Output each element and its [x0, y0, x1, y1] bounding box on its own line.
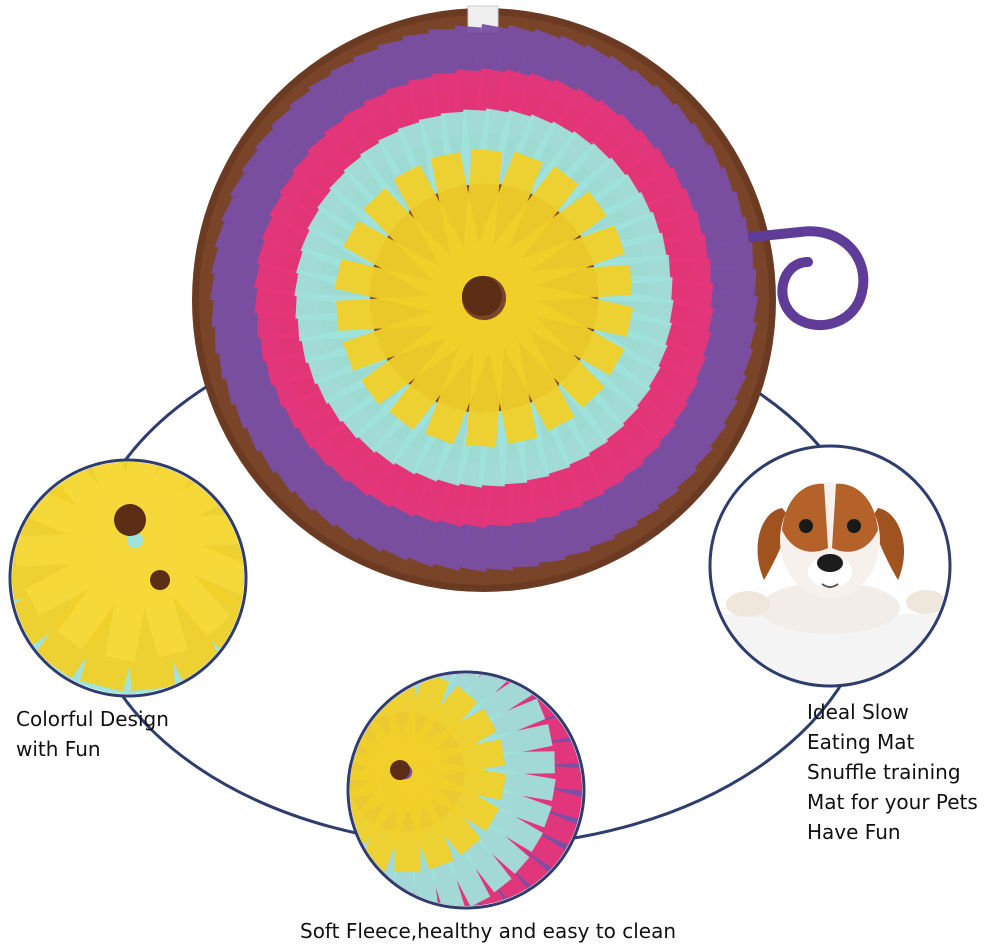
fleece-strip	[350, 800, 365, 869]
fleece-strip	[350, 692, 356, 758]
fleece-strip	[300, 226, 379, 281]
fleece-strip	[255, 780, 345, 782]
caption-line: Soft Fleece,healthy and easy to clean	[300, 919, 677, 943]
fleece-strip	[350, 674, 370, 687]
fleece-strip	[222, 817, 315, 853]
fleece-strip	[441, 674, 514, 689]
detail-circle-fleece	[205, 572, 586, 910]
fleece-strip	[384, 573, 390, 673]
caption-line: Colorful Design	[16, 707, 169, 731]
fleece-strip	[487, 110, 534, 188]
fleece-strip	[212, 803, 310, 824]
fleece-strip	[574, 192, 653, 247]
fleece-strip	[425, 674, 487, 682]
fleece-strip	[350, 674, 356, 697]
fleece-strip	[547, 378, 609, 456]
caption-colorful-design: Colorful Design with Fun	[16, 704, 169, 764]
fleece-strip	[359, 140, 421, 218]
fleece-strip	[271, 624, 334, 702]
fleece-strip	[350, 716, 351, 769]
hanging-loop	[737, 226, 869, 331]
fleece-strip	[205, 762, 305, 772]
caption-line: Snuffle training	[807, 760, 961, 784]
caption-line: Ideal Slow	[807, 700, 909, 724]
fleece-strip	[315, 349, 394, 404]
fleece-strip	[238, 831, 325, 882]
fleece-strip	[218, 701, 310, 741]
fleece-strip	[504, 278, 634, 337]
caption-line: Eating Mat	[807, 730, 915, 754]
fleece-strip	[350, 674, 363, 747]
fleece-strip	[249, 647, 324, 714]
puppy-image	[712, 448, 948, 684]
fleece-strip	[232, 672, 316, 726]
detail-circle-puppy	[708, 444, 952, 688]
fleece-strip	[410, 674, 457, 677]
fleece-strip	[405, 572, 415, 672]
fleece-strip	[350, 674, 372, 737]
caption-slow-eating: Ideal Slow Eating Mat Snuffle training M…	[807, 697, 978, 847]
fleece-strip	[209, 731, 306, 756]
fleece-strip	[434, 408, 481, 486]
fleece-strip	[589, 315, 668, 370]
fleece-strip	[206, 788, 306, 794]
mat-center	[462, 276, 502, 316]
fleece-strip	[350, 674, 382, 728]
fleece-strip	[350, 674, 385, 680]
detail-circle-yellow	[8, 458, 248, 698]
fleece-strip	[350, 674, 392, 721]
caption-soft-fleece: Soft Fleece,healthy and easy to clean	[300, 916, 676, 946]
fleece-strip	[257, 843, 335, 906]
snuffle-mat	[192, 5, 869, 592]
fleece-strip	[256, 754, 345, 769]
caption-line: with Fun	[16, 737, 101, 761]
caption-line: Mat for your Pets	[807, 790, 978, 814]
caption-line: Have Fun	[807, 820, 901, 844]
fleece-strip	[410, 757, 507, 800]
fleece-strip	[138, 523, 244, 596]
